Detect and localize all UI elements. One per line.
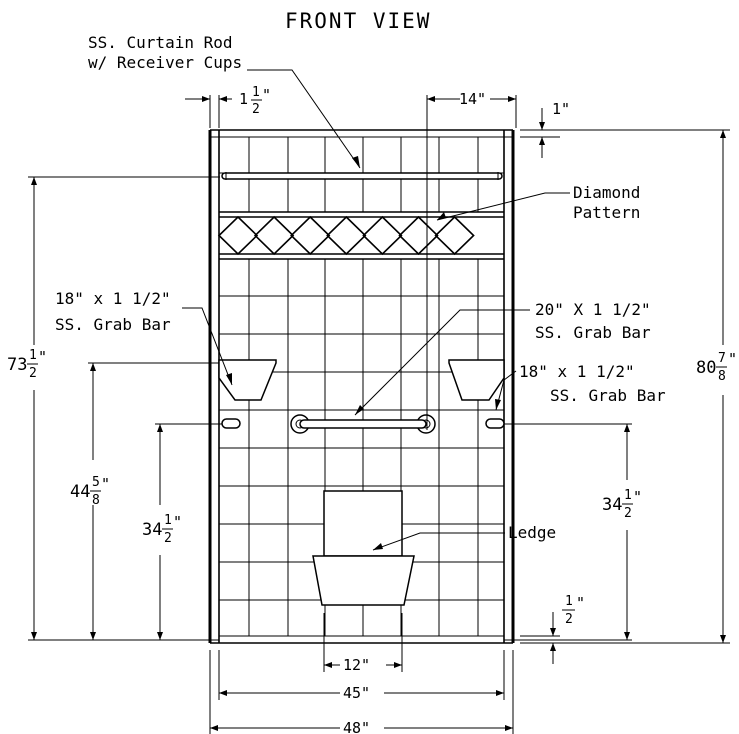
svg-text:": " [633,488,642,506]
svg-text:73: 73 [7,355,27,375]
left-corner-shelf [218,359,277,401]
svg-text:": " [173,513,182,531]
svg-text:1: 1 [239,90,248,108]
svg-text:80: 80 [696,358,716,378]
dim-shelf-height: 44 5 8 " [70,475,110,508]
curtain-rod-sub-label: w/ Receiver Cups [88,53,242,72]
diamond-tile [253,215,295,256]
svg-text:1: 1 [29,348,37,363]
svg-text:44: 44 [70,482,90,502]
diamond-tile [398,215,439,256]
diamond-tile [290,215,331,256]
svg-text:": " [38,348,47,366]
svg-text:2: 2 [164,531,172,546]
dim-ledge-width: 12" [343,656,370,674]
svg-text:1: 1 [565,594,573,609]
dim-overall-height: 80 7 8 " [696,350,737,384]
svg-text:": " [262,86,271,104]
svg-text:2: 2 [29,366,37,381]
diamond-tile [434,215,475,256]
left-grab-bar-label: SS. Grab Bar [55,315,171,334]
diamond-pattern-band [217,211,504,260]
svg-text:": " [728,350,737,368]
svg-text:": " [576,594,585,612]
right-grab-bar [485,418,505,429]
dim-bottom-gap: 1 2 " [562,594,585,627]
drawing-title: FRONT VIEW [285,9,431,33]
left-grab-bar-size-label: 18" x 1 1/2" [55,289,171,308]
diamond-tile [362,215,403,256]
right-grab-bar-label: SS. Grab Bar [550,386,666,405]
diamond-pattern-sub-label: Pattern [573,203,640,222]
dim-right-offset: 14" [459,90,486,108]
right-corner-shelf [448,359,505,401]
center-grab-bar [290,414,436,434]
shower-enclosure [208,129,515,644]
dim-right-bar-height: 34 1 2 " [602,488,642,521]
dimension-lines [28,95,730,734]
dim-outer-width: 48" [343,719,370,734]
left-grab-bar [221,418,241,429]
svg-text:8: 8 [92,493,100,508]
dim-inner-width: 45" [343,684,370,702]
svg-text:": " [101,475,110,493]
svg-text:34: 34 [602,495,622,515]
svg-text:2: 2 [252,102,260,117]
curtain-rod-label: SS. Curtain Rod [88,33,233,52]
svg-text:1: 1 [624,488,632,503]
ledge-label: Ledge [508,523,556,542]
dim-rod-offset: 1 1 2 " [239,85,271,117]
diamond-tile [326,215,367,256]
svg-text:7: 7 [718,351,726,366]
svg-text:8: 8 [718,369,726,384]
curtain-rod [221,172,503,180]
dim-rod-height: 73 1 2 " [7,348,47,381]
svg-text:5: 5 [92,475,100,490]
dim-top-gap: 1" [552,100,570,118]
svg-text:1: 1 [252,85,260,100]
svg-text:1: 1 [164,513,172,528]
leader-lines [182,69,570,551]
svg-text:2: 2 [565,612,573,627]
right-grab-bar-size-label: 18" x 1 1/2" [519,362,635,381]
ledge [312,490,415,606]
center-grab-bar-size-label: 20" X 1 1/2" [535,300,651,319]
center-grab-bar-label: SS. Grab Bar [535,323,651,342]
svg-text:34: 34 [142,520,162,540]
svg-text:2: 2 [624,506,632,521]
diamond-pattern-label: Diamond [573,183,640,202]
diamond-tile [217,215,259,256]
dim-left-bar-height: 34 1 2 " [142,513,182,546]
